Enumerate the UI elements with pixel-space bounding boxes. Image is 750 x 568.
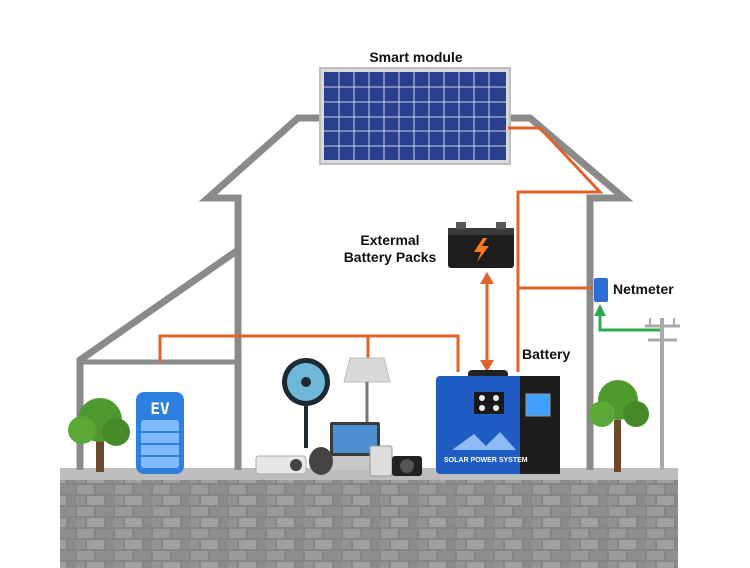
tree-left <box>68 398 130 472</box>
solar-panel <box>319 67 511 165</box>
external-battery-label-line1: Extermal <box>360 232 419 248</box>
external-battery-label-line2: Battery Packs <box>344 249 437 265</box>
battery-link-arrow <box>480 272 494 372</box>
wiring <box>158 126 604 372</box>
camera <box>392 456 422 476</box>
solar-power-system-battery <box>436 370 560 474</box>
ev-label: EV <box>150 399 170 418</box>
external-battery-pack <box>448 222 514 268</box>
ground-stone-wall <box>60 478 678 568</box>
projector <box>255 455 307 475</box>
netmeter-label: Netmeter <box>613 281 674 297</box>
grid-line <box>594 304 660 332</box>
standing-fan <box>282 358 330 448</box>
netmeter-device <box>594 278 608 302</box>
battery-label: Battery <box>522 346 570 362</box>
speaker <box>309 447 333 475</box>
utility-pole <box>645 318 680 470</box>
smart-module-label: Smart module <box>369 49 463 65</box>
system-brand-label: SOLAR POWER SYSTEM <box>444 457 528 464</box>
tree-right <box>589 380 649 472</box>
ev-charger <box>136 392 184 474</box>
tablet <box>369 445 393 477</box>
